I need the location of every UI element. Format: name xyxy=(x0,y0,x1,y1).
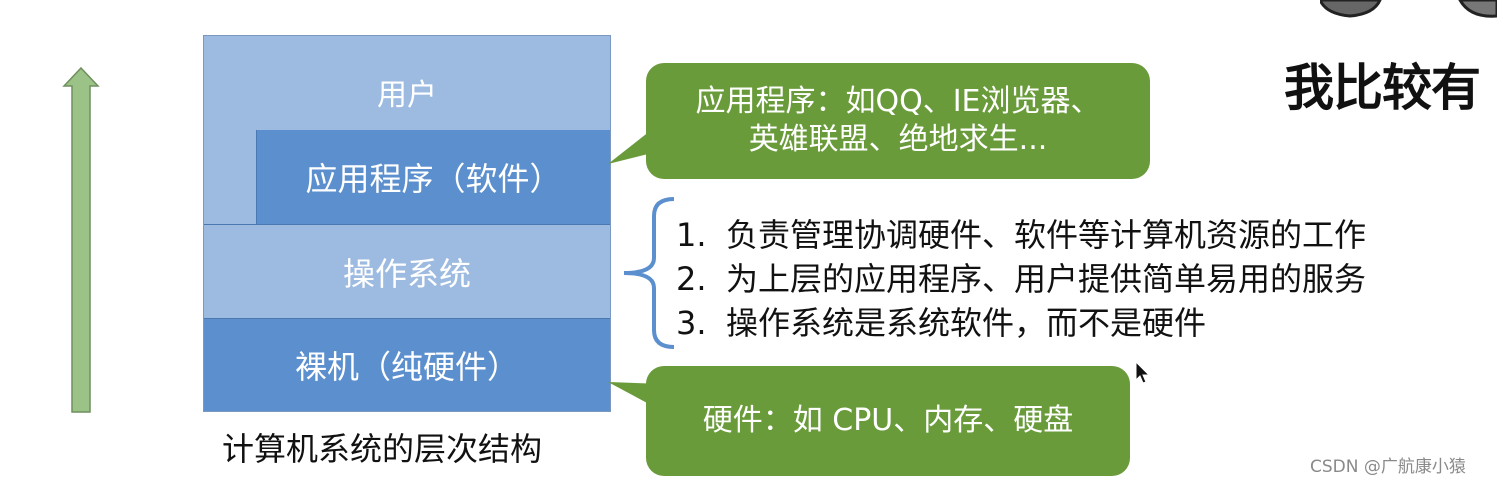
layer-os: 操作系统 xyxy=(204,224,610,318)
application-examples-text: 应用程序：如QQ、IE浏览器、 英雄联盟、绝地求生... xyxy=(695,84,1101,157)
cartoon-figure-icon xyxy=(1320,0,1497,18)
os-function-list: 1. 负责管理协调硬件、软件等计算机资源的工作 2. 为上层的应用程序、用户提供简单… xyxy=(676,210,1476,342)
list-item-number: 1. xyxy=(676,216,707,254)
list-item: 1. 负责管理协调硬件、软件等计算机资源的工作 xyxy=(676,210,1366,256)
corner-figure-area: 我比较有 xyxy=(1270,0,1497,125)
layer-hardware: 裸机（纯硬件） xyxy=(204,318,610,411)
layer-stack: 用户 应用程序（软件） 操作系统 裸机（纯硬件） xyxy=(203,35,611,412)
layer-user: 用户 xyxy=(204,36,610,130)
hardware-examples-bubble: 硬件：如 CPU、内存、硬盘 xyxy=(646,366,1130,476)
list-item: 2. 为上层的应用程序、用户提供简单易用的服务 xyxy=(676,254,1366,300)
corner-banner-text: 我比较有 xyxy=(1284,59,1481,117)
layer-application: 应用程序（软件） xyxy=(256,130,610,224)
application-examples-bubble: 应用程序：如QQ、IE浏览器、 英雄联盟、绝地求生... xyxy=(646,63,1150,179)
list-item-text: 负责管理协调硬件、软件等计算机资源的工作 xyxy=(726,216,1367,254)
layer-hardware-label: 裸机（纯硬件） xyxy=(294,348,519,386)
hardware-examples-text: 硬件：如 CPU、内存、硬盘 xyxy=(702,403,1074,438)
mouse-cursor-icon xyxy=(1135,361,1151,384)
list-item-number: 2. xyxy=(676,260,707,298)
brace-icon xyxy=(623,197,675,349)
list-item-text: 操作系统是系统软件，而不是硬件 xyxy=(726,304,1207,342)
layer-user-label: 用户 xyxy=(377,78,437,113)
layer-os-label: 操作系统 xyxy=(342,254,471,293)
list-item-number: 3. xyxy=(676,304,707,342)
layer-user-left-strip xyxy=(204,130,256,224)
list-item-text: 为上层的应用程序、用户提供简单易用的服务 xyxy=(726,260,1367,298)
upward-arrow-icon xyxy=(62,66,100,413)
list-item: 3. 操作系统是系统软件，而不是硬件 xyxy=(676,298,1206,344)
diagram-caption: 计算机系统的层次结构 xyxy=(222,430,543,468)
layer-application-label: 应用程序（软件） xyxy=(305,160,562,198)
watermark: CSDN @广航康小猿 xyxy=(1310,457,1466,477)
